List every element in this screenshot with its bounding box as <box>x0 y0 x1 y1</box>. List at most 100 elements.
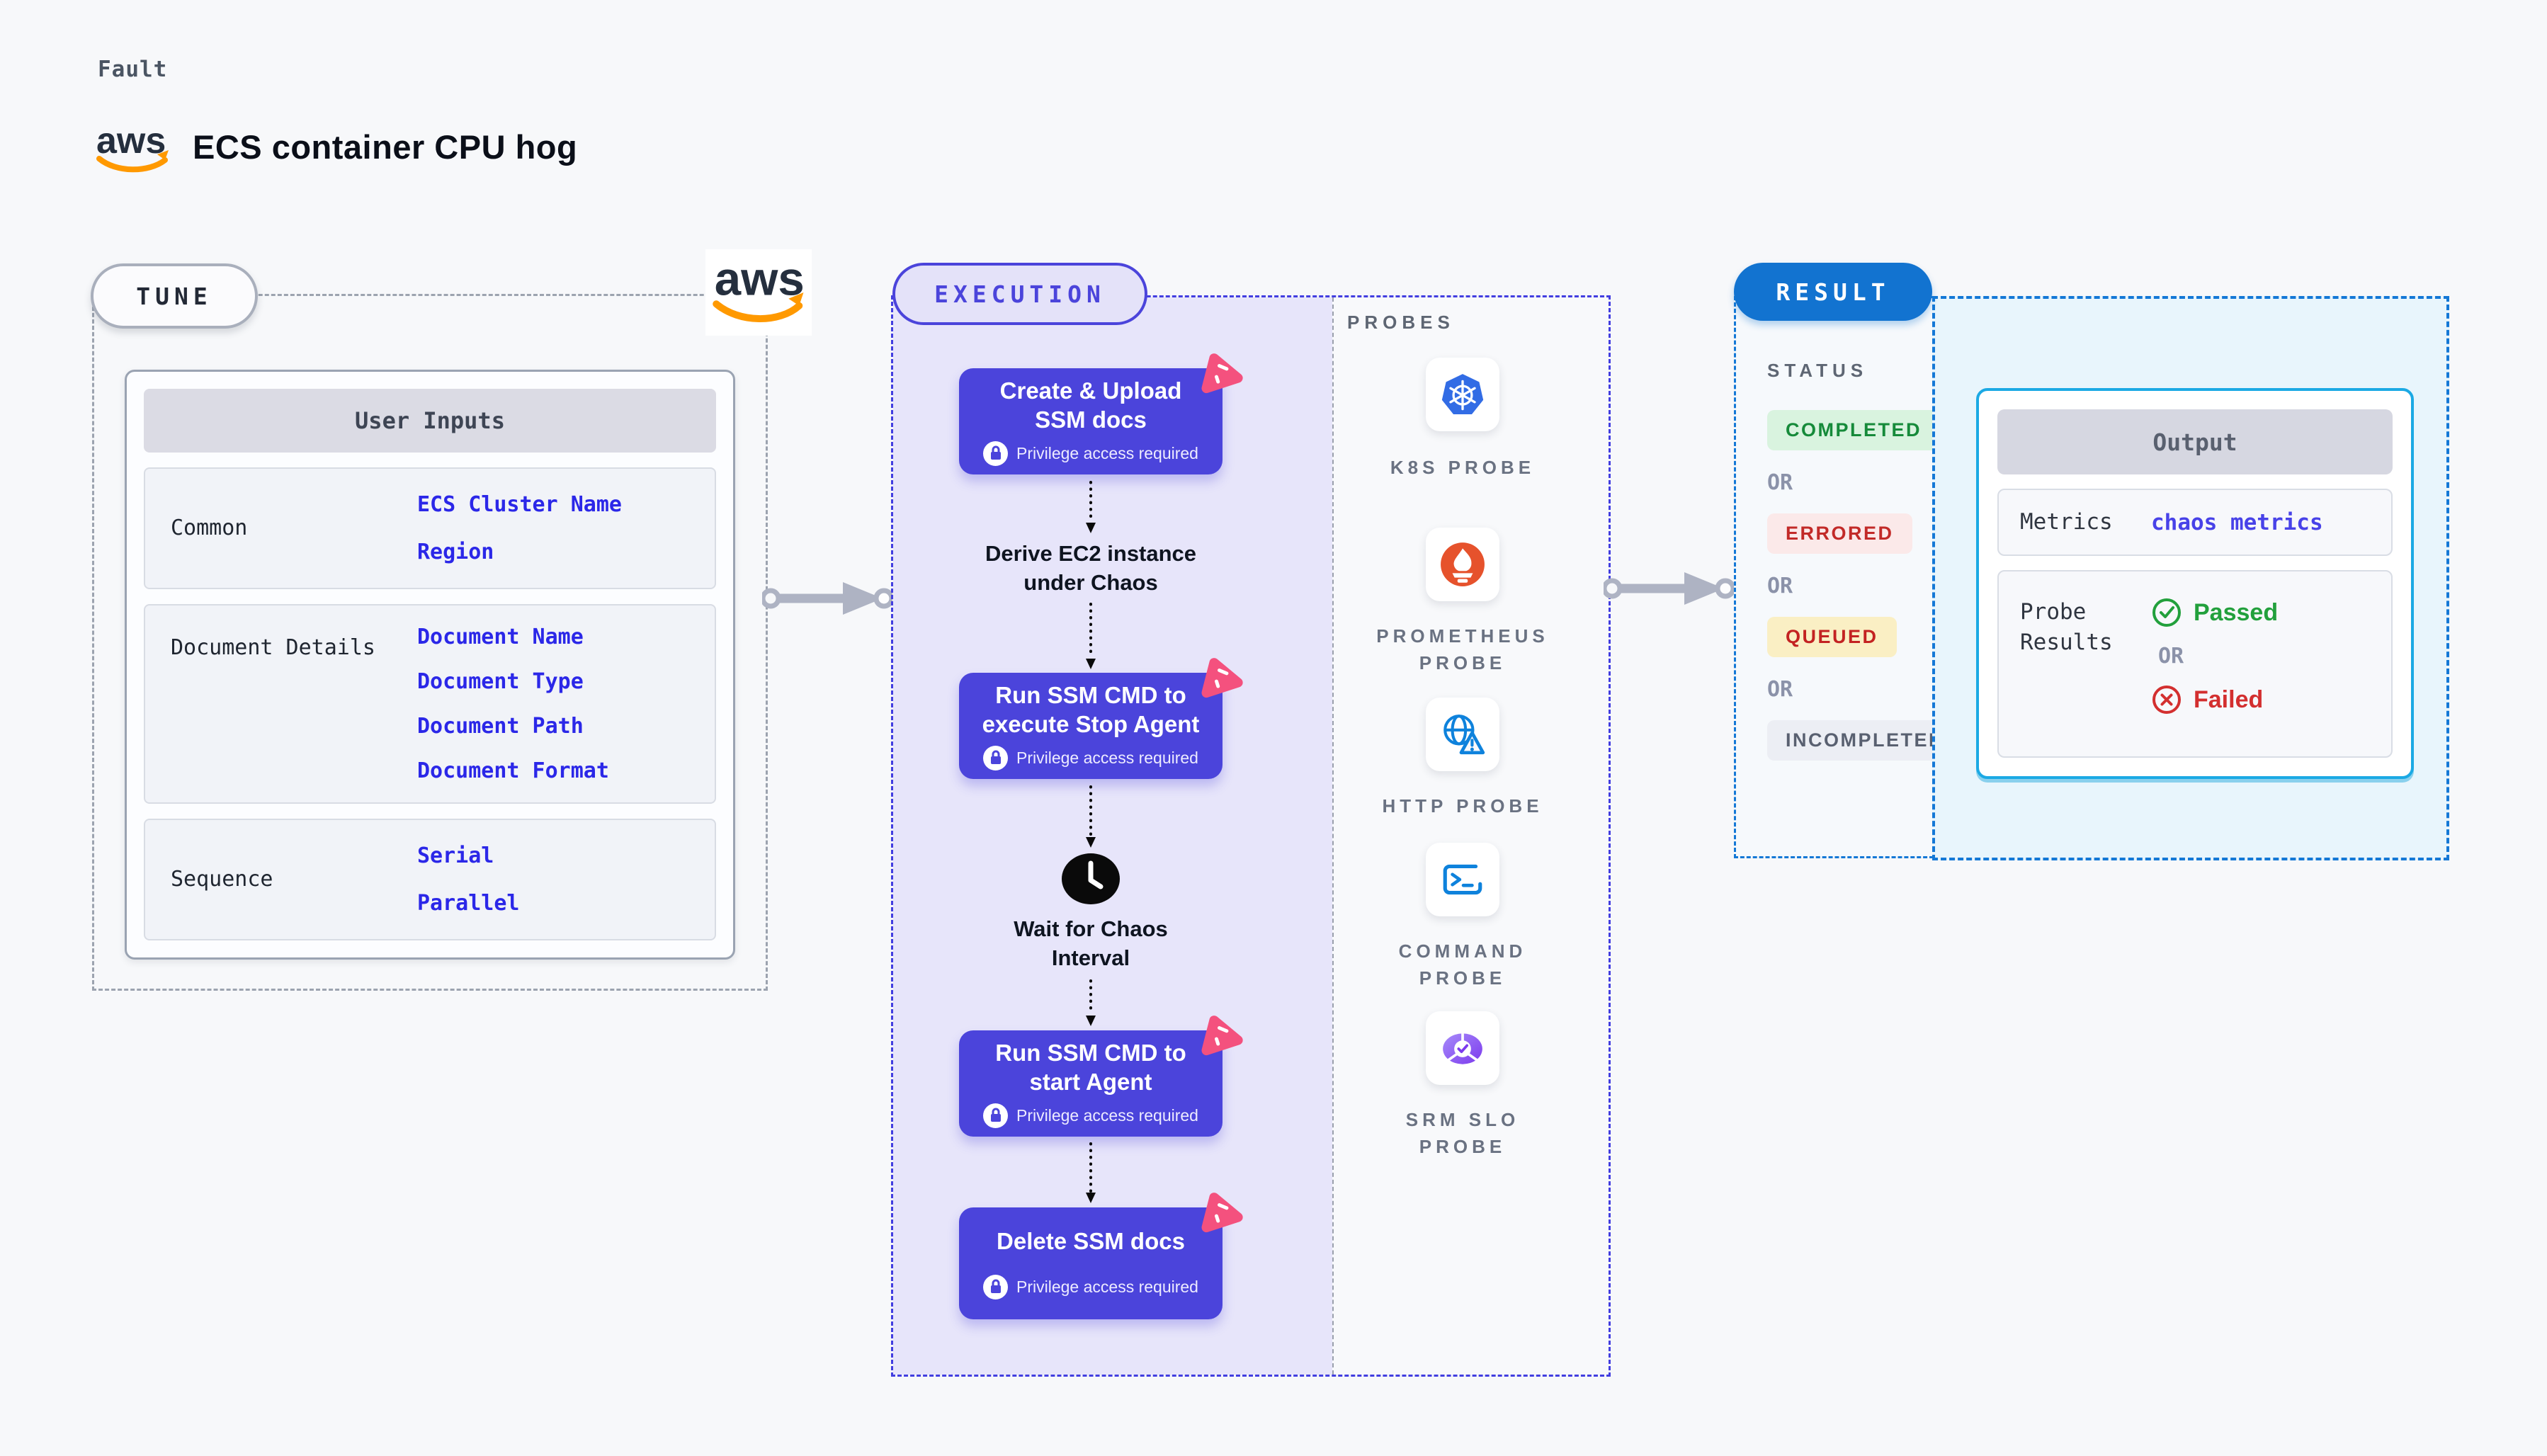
privilege-text: Privilege access required <box>1016 748 1198 767</box>
privilege-badge: Privilege access required <box>983 1103 1198 1128</box>
probe-card-k8s <box>1426 358 1499 431</box>
connector-arrow-tune-execution <box>762 579 892 618</box>
connector-arrow-execution-result <box>1604 569 1734 608</box>
result-pill: RESULT <box>1734 263 1932 321</box>
probes-area <box>1332 297 1609 1375</box>
row-values: ECS Cluster Name Region <box>386 469 715 588</box>
step-title: Run SSM CMD to execute Stop Agent <box>982 682 1200 737</box>
privilege-badge: Privilege access required <box>983 440 1198 466</box>
table-row-document-details: Document Details Document Name Document … <box>144 603 716 804</box>
privilege-badge: Privilege access required <box>983 1274 1198 1299</box>
input-value: Document Path <box>417 713 584 739</box>
input-value: Serial <box>417 843 494 868</box>
probe-results-label: Probe Results <box>2020 599 2113 656</box>
prometheus-icon <box>1439 541 1486 588</box>
privilege-text: Privilege access required <box>1016 1277 1198 1296</box>
result-status-panel: STATUS COMPLETED OR ERRORED OR QUEUED OR… <box>1734 296 1963 858</box>
row-values: Document Name Document Type Document Pat… <box>386 605 715 803</box>
failed-item: Failed <box>2151 684 2263 715</box>
probe-results-row: Probe Results Passed OR <box>1997 570 2393 758</box>
failed-label: Failed <box>2194 686 2264 713</box>
probe-label-srm-slo: SRM SLO PROBE <box>1405 1109 1520 1157</box>
chaos-experiment-icon <box>1193 1009 1245 1062</box>
passed-label: Passed <box>2194 598 2279 626</box>
probe-label-http: HTTP PROBE <box>1382 795 1543 817</box>
status-badge-queued: QUEUED <box>1767 617 1897 657</box>
table-row-sequence: Sequence Serial Parallel <box>144 819 716 941</box>
probe-label-k8s: K8S PROBE <box>1390 457 1536 478</box>
page-title: ECS container CPU hog <box>193 128 578 166</box>
probe-results-values: Passed OR Failed <box>2151 597 2278 756</box>
or-separator: OR <box>1767 574 1793 598</box>
aws-logo: aws <box>95 119 174 177</box>
fault-kind-label: Fault <box>98 57 168 82</box>
step-title: Run SSM CMD to start Agent <box>995 1040 1186 1095</box>
input-value: Document Name <box>417 625 584 650</box>
tune-pill: TUNE <box>91 263 258 329</box>
probe-card-http <box>1426 698 1499 771</box>
or-separator: OR <box>2158 644 2184 669</box>
status-section-label: STATUS <box>1767 360 1868 381</box>
globe-warning-icon <box>1439 711 1486 758</box>
metrics-value: chaos metrics <box>2151 509 2323 535</box>
chaos-experiment-icon <box>1193 652 1245 704</box>
chaos-experiment-icon <box>1193 1186 1245 1239</box>
x-circle-icon <box>2151 684 2182 715</box>
slo-gauge-icon <box>1439 1025 1486 1071</box>
input-value: Parallel <box>417 891 520 916</box>
probe-card-srm-slo <box>1426 1011 1499 1085</box>
execution-pill: EXECUTION <box>892 263 1147 325</box>
step-derive-ec2-instance: Derive EC2 instance under Chaos <box>985 541 1197 595</box>
step-run-ssm-cmd-stop-agent: Run SSM CMD to execute Stop Agent Privil… <box>959 658 1243 779</box>
status-badge-incompleted: INCOMPLETED <box>1767 720 1963 761</box>
execution-panel <box>891 295 1611 1377</box>
or-separator: OR <box>1767 677 1793 702</box>
check-circle-icon <box>2151 597 2182 628</box>
status-badge-errored: ERRORED <box>1767 513 1912 554</box>
privilege-badge: Privilege access required <box>983 745 1198 770</box>
execution-flow-area <box>893 297 1332 1375</box>
chaos-experiment-icon <box>1193 347 1245 399</box>
svg-text:aws: aws <box>715 253 805 306</box>
privilege-text: Privilege access required <box>1016 1105 1198 1125</box>
probes-divider <box>1332 297 1334 1375</box>
step-wait-for-chaos-interval: Wait for Chaos Interval <box>1014 916 1168 970</box>
status-badge-completed: COMPLETED <box>1767 410 1941 450</box>
step-run-ssm-cmd-start-agent: Run SSM CMD to start Agent Privilege acc… <box>959 1016 1243 1137</box>
probes-section-label: PROBES <box>1347 312 1455 333</box>
probe-label-prometheus: PROMETHEUS PROBE <box>1376 625 1549 673</box>
row-label: Document Details <box>171 635 375 660</box>
svg-text:aws: aws <box>96 120 166 161</box>
user-inputs-header: User Inputs <box>144 389 716 453</box>
or-separator: OR <box>1767 470 1793 495</box>
probe-card-prometheus <box>1426 528 1499 601</box>
step-delete-ssm-docs: Delete SSM docs Privilege access require… <box>959 1193 1243 1319</box>
lock-icon <box>983 1274 1009 1299</box>
clock-icon <box>1061 852 1121 906</box>
passed-item: Passed <box>2151 597 2278 628</box>
metrics-label: Metrics <box>2020 508 2113 535</box>
step-title: Create & Upload SSM docs <box>999 377 1182 433</box>
flow-arrow <box>1083 979 1099 1027</box>
tune-panel <box>92 294 768 991</box>
flow-arrow <box>1083 602 1099 670</box>
input-value: Region <box>417 540 494 565</box>
user-inputs-card: User Inputs Common ECS Cluster Name Regi… <box>125 370 735 960</box>
row-label: Sequence <box>171 866 273 892</box>
row-label: Common <box>171 515 248 540</box>
probe-label-command: COMMAND PROBE <box>1398 940 1527 989</box>
table-row-common: Common ECS Cluster Name Region <box>144 467 716 589</box>
probe-card-command <box>1426 843 1499 916</box>
lock-icon <box>983 440 1009 466</box>
output-card: Output Metrics chaos metrics Probe Resul… <box>1976 388 2414 779</box>
kubernetes-icon <box>1439 371 1486 418</box>
input-value: Document Type <box>417 669 584 695</box>
input-value: ECS Cluster Name <box>417 491 622 517</box>
flow-arrow <box>1083 480 1099 534</box>
step-title: Delete SSM docs <box>997 1228 1185 1255</box>
aws-icon: aws <box>705 249 812 336</box>
row-values: Serial Parallel <box>386 820 715 939</box>
output-header: Output <box>1997 409 2393 474</box>
flow-arrow <box>1083 1142 1099 1204</box>
